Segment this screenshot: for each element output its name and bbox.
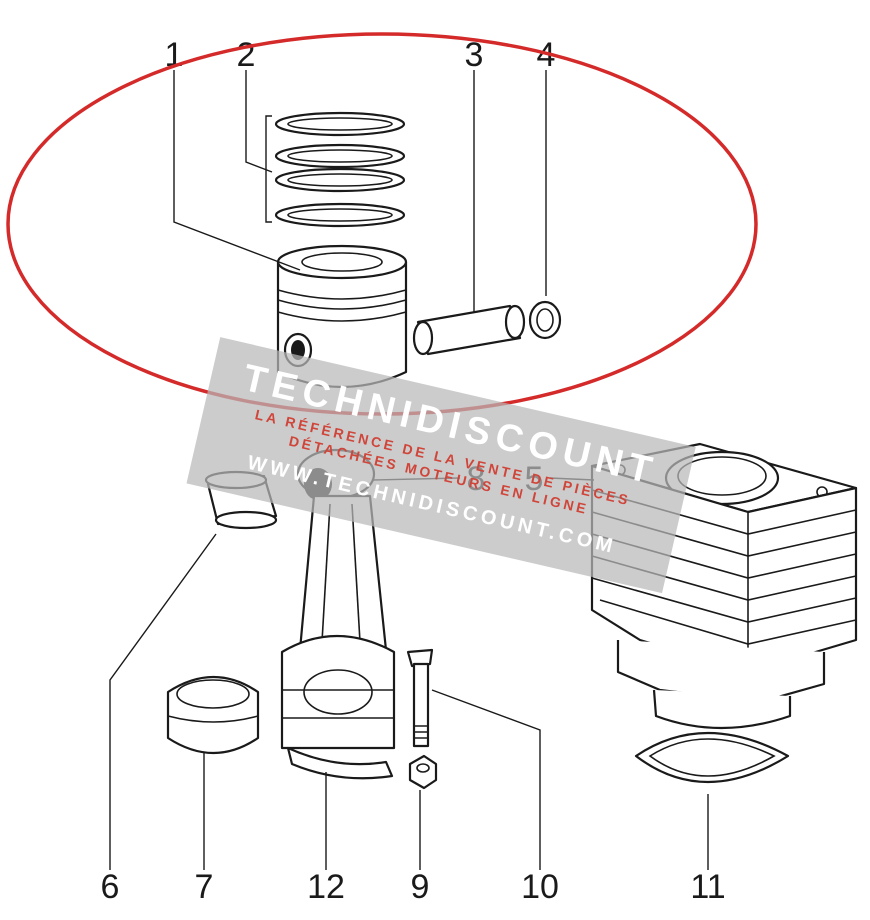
base-gasket [634, 731, 790, 784]
label-part-2: 2 [237, 36, 256, 74]
watermark-band [186, 337, 696, 594]
label-part-6: 6 [101, 868, 120, 906]
circlip [528, 300, 562, 340]
label-part-3: 3 [465, 36, 484, 74]
label-part-9: 9 [411, 868, 430, 906]
lock-plate [286, 746, 394, 780]
label-part-11: 11 [690, 868, 725, 906]
label-part-12: 12 [307, 868, 345, 906]
bearing-shells [166, 676, 260, 754]
con-rod-bolt [406, 648, 434, 748]
label-part-10: 10 [521, 868, 559, 906]
con-rod-nut [408, 754, 438, 790]
piston-rings [265, 111, 406, 228]
piston-pin [412, 304, 526, 356]
connecting-rod [280, 448, 396, 750]
watermark: TECHNIDISCOUNT LA RÉFÉRENCE DE LA VENTE … [186, 337, 696, 594]
piston [276, 244, 408, 389]
label-part-7: 7 [195, 868, 214, 906]
